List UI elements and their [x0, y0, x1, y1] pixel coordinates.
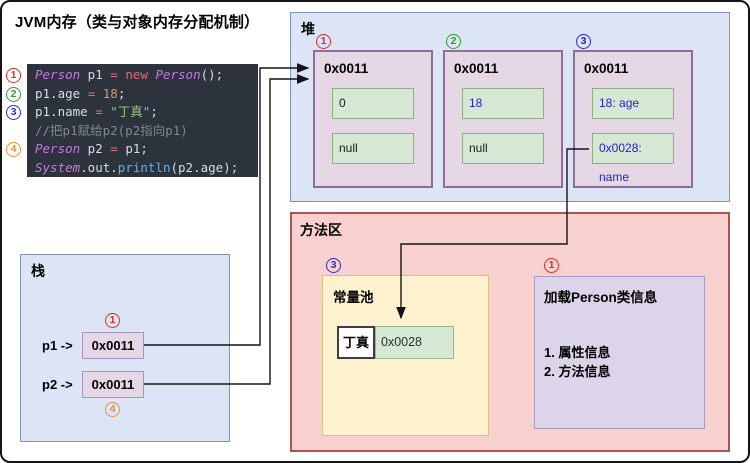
- step-badge-1: 1: [316, 34, 331, 49]
- code-token: p1.name: [35, 104, 96, 119]
- constant-pool-box: 常量池 丁真 0x0028: [322, 275, 489, 436]
- class-info-title: 加载Person类信息: [544, 290, 658, 305]
- step-badge-1: 1: [105, 313, 120, 328]
- heap-object-3: 0x0011 18: age 0x0028: name: [573, 50, 693, 188]
- code-token: ;: [150, 104, 158, 119]
- code-token: println: [117, 159, 171, 175]
- step-badge-1-classinfo: 1: [544, 258, 559, 273]
- code-token: //把p1赋给p2(p2指向p1): [35, 122, 188, 138]
- method-area-label: 方法区: [300, 222, 342, 238]
- heap-field: 18: [462, 88, 544, 119]
- code-token: System: [35, 159, 81, 175]
- code-line: Person p2 = p1;: [35, 140, 258, 159]
- code-token: =: [95, 104, 103, 119]
- step-badge-2: 2: [6, 86, 21, 102]
- code-token: =: [110, 141, 118, 156]
- stack-addr-p1: 0x0011: [82, 332, 144, 359]
- heap-field: 18: age: [592, 88, 674, 119]
- step-badge-3: 3: [576, 34, 591, 49]
- code-line: p1.age = 18;: [35, 85, 258, 104]
- code-token: .out.: [80, 159, 118, 175]
- code-token: p2: [80, 141, 111, 156]
- code-token: ;: [117, 85, 126, 101]
- step-badge-4: 4: [105, 402, 120, 417]
- heap-field: 0x0028: name: [592, 133, 674, 184]
- heap-region: 堆 1 0x0011 0 null 2 0x0011 18 null 3 0x0011 18: ag…: [290, 12, 730, 202]
- heap-field: null: [462, 133, 544, 164]
- code-line: Person p1 = new Person();: [35, 66, 258, 85]
- heap-object-2: 0x0011 18 null: [443, 50, 563, 188]
- stack-label: 栈: [31, 263, 45, 279]
- heap-field: null: [332, 133, 414, 164]
- code-token: [95, 86, 103, 101]
- heap-field: 0: [332, 88, 414, 119]
- code-line: System.out.println(p2.age);: [35, 159, 258, 178]
- heap-object-address: 0x0011: [454, 61, 499, 76]
- constant-pool-label: 常量池: [333, 290, 374, 305]
- code-line: p1.name = "丁真";: [35, 103, 258, 122]
- code-token: =: [87, 85, 96, 101]
- stack-var-p2: p2 ->: [42, 377, 73, 392]
- stack-var-p1: p1 ->: [42, 338, 73, 353]
- step-badge-2: 2: [446, 34, 461, 49]
- code-token: Person: [155, 67, 201, 82]
- class-info-item-methods: 2. 方法信息: [544, 364, 611, 379]
- heap-object-1: 0x0011 0 null: [313, 50, 433, 188]
- method-area-region: 方法区 3 常量池 丁真 0x0028 1 加载Person类信息 1. 属性信…: [290, 212, 730, 452]
- step-badge-3: 3: [6, 105, 21, 120]
- string-literal-box: 丁真: [337, 326, 375, 359]
- step-badge-3: 3: [326, 258, 341, 273]
- code-token: p1: [80, 67, 111, 82]
- heap-object-address: 0x0011: [324, 61, 369, 76]
- heap-object-address: 0x0011: [584, 61, 629, 76]
- code-token: new: [125, 67, 148, 82]
- code-token: Person: [35, 141, 81, 156]
- code-token: 18: [102, 85, 118, 101]
- code-line: //把p1赋给p2(p2指向p1): [35, 122, 258, 141]
- string-address-box: 0x0028: [375, 326, 454, 359]
- stack-addr-p2: 0x0011: [82, 371, 144, 398]
- class-info-item-attributes: 1. 属性信息: [544, 345, 611, 360]
- step-badge-1: 1: [6, 68, 21, 83]
- page-title: JVM内存（类与对象内存分配机制）: [15, 14, 260, 31]
- code-token: (p2.age);: [170, 159, 239, 175]
- java-code-block: Person p1 = new Person();p1.age = 18;p1.…: [27, 64, 258, 177]
- class-info-items: 1. 属性信息 2. 方法信息: [544, 343, 610, 381]
- class-info-box: 加载Person类信息 1. 属性信息 2. 方法信息: [534, 276, 705, 429]
- code-token: ();: [200, 67, 224, 82]
- code-token: Person: [35, 67, 81, 82]
- code-token: "丁真": [110, 104, 151, 119]
- heap-label: 堆: [301, 21, 315, 37]
- step-badge-4: 4: [6, 142, 21, 157]
- code-token: =: [110, 67, 118, 82]
- code-token: p1;: [117, 141, 148, 156]
- code-token: p1.age: [35, 85, 88, 101]
